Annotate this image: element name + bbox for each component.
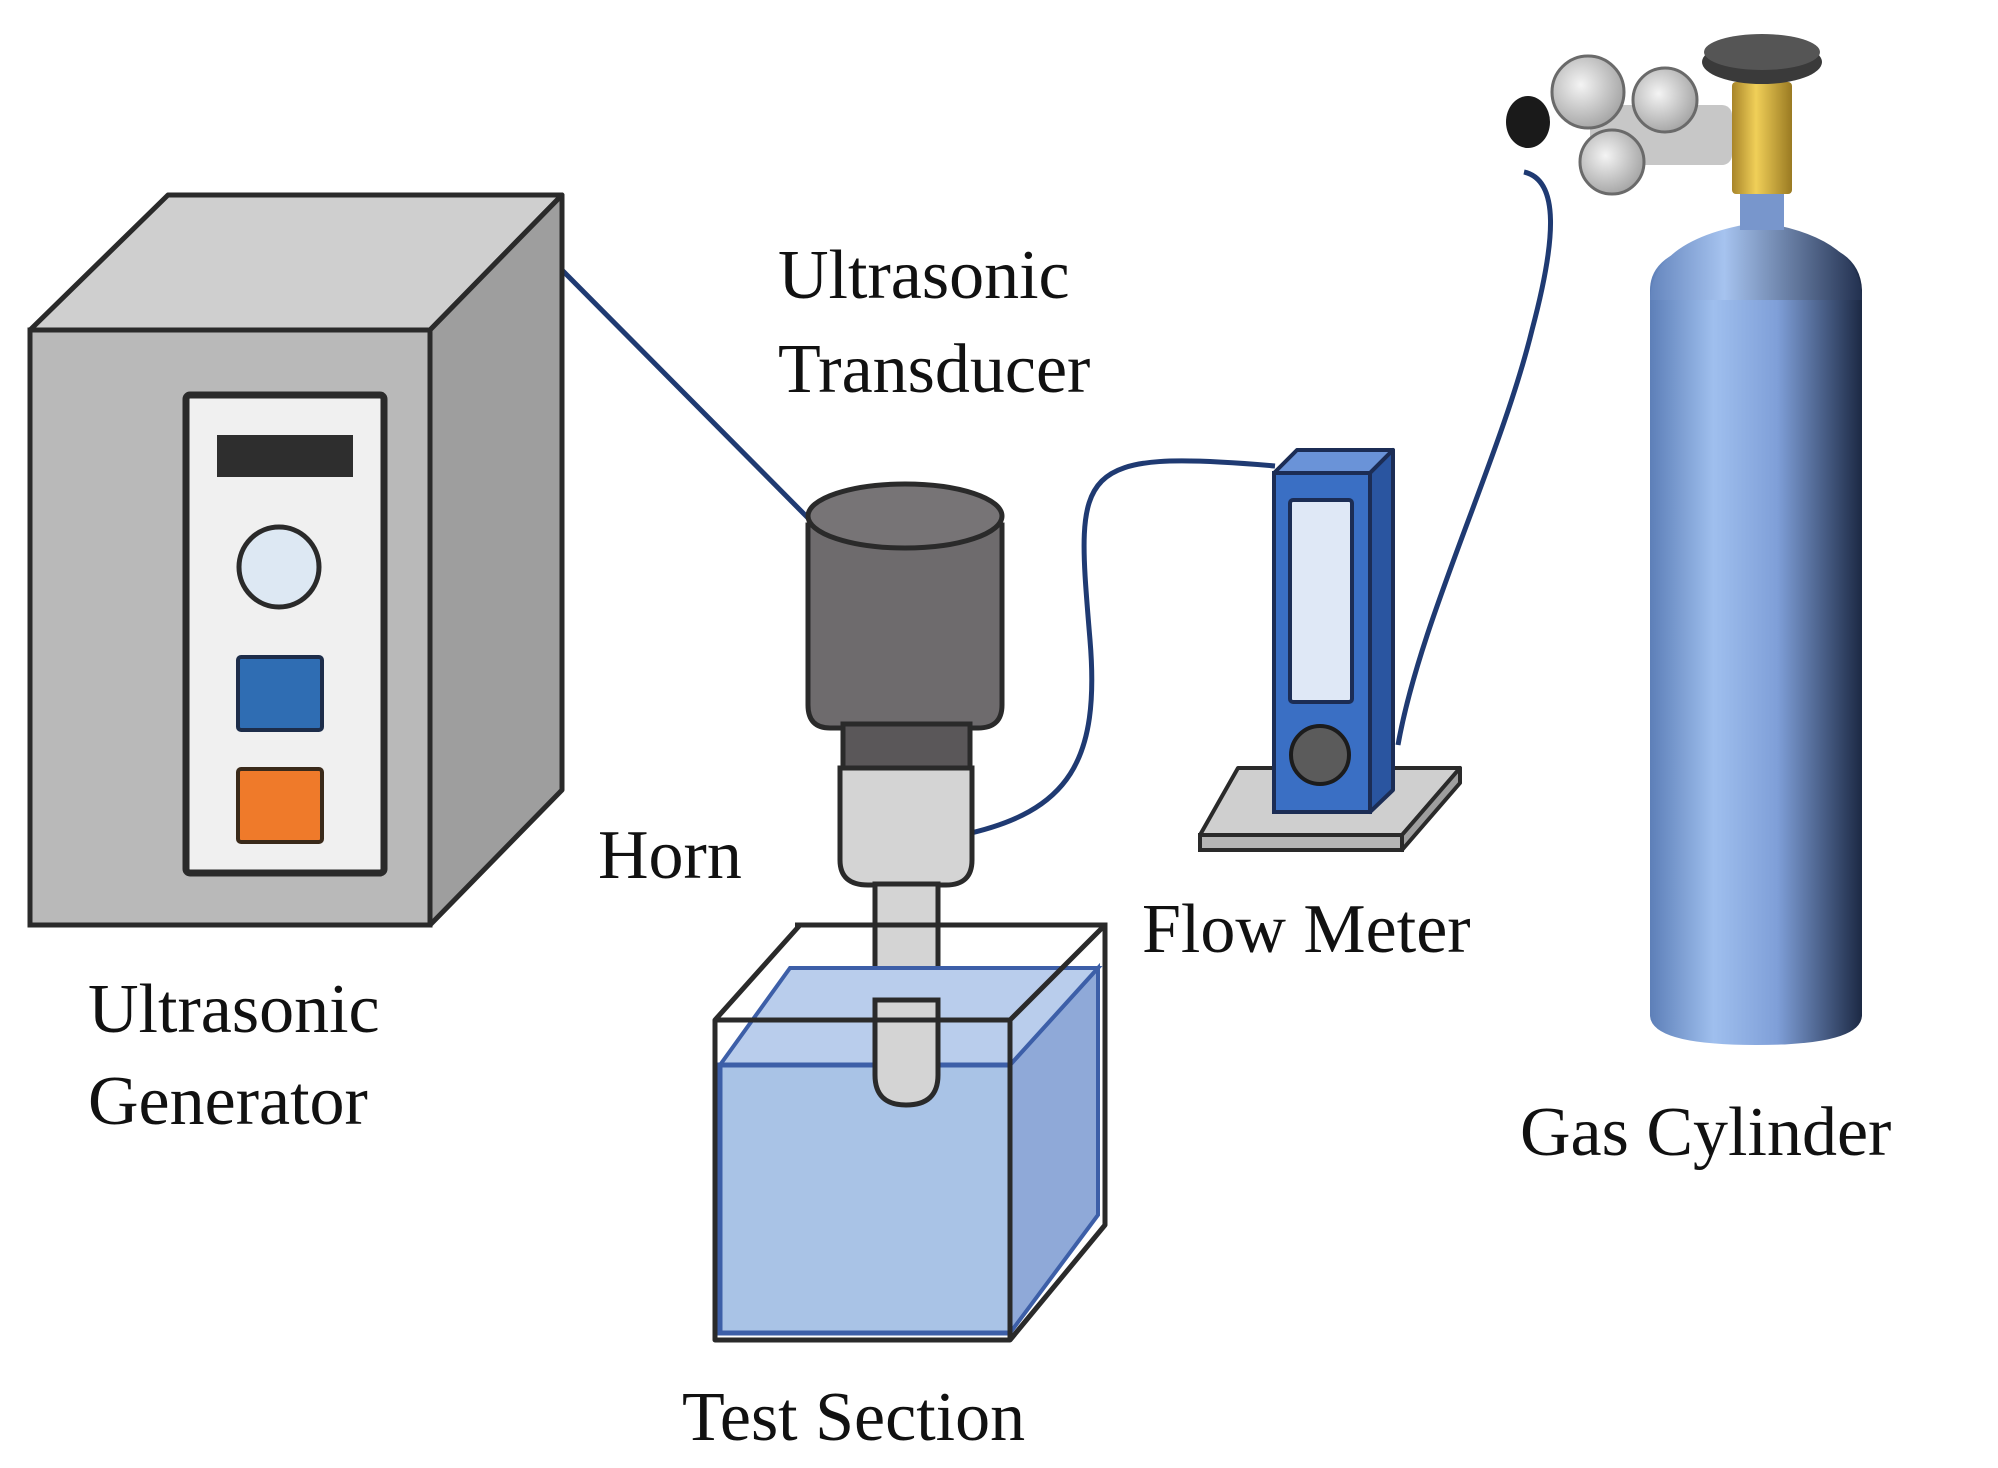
test-section-water-front (717, 1062, 1013, 1336)
test-section (712, 922, 1108, 1343)
generator-display (217, 435, 353, 477)
horn-to-flowmeter-tube (961, 458, 1276, 838)
generator-button-blue (236, 655, 324, 732)
gas-cylinder (1506, 34, 1862, 1045)
generator-to-transducer-cable (558, 266, 814, 524)
regulator-gauge-left (1550, 54, 1626, 130)
label-ultrasonic-generator-line2: Generator (88, 1063, 368, 1140)
flow-meter (1198, 448, 1462, 852)
flow-meter-sight-tube (1288, 498, 1354, 704)
cylinder-body (1650, 238, 1862, 1045)
test-section-container (712, 923, 1108, 1343)
label-ultrasonic-transducer-line1: Ultrasonic (778, 237, 1070, 314)
ultrasonic-generator (27, 192, 565, 928)
valve-handwheel-top (1704, 34, 1820, 70)
label-ultrasonic-transducer-line2: Transducer (778, 331, 1090, 408)
label-gas-cylinder: Gas Cylinder (1520, 1094, 1891, 1171)
label-ultrasonic-generator-line1: Ultrasonic (88, 971, 380, 1048)
generator-control-panel (182, 391, 388, 877)
generator-knob (236, 524, 322, 610)
regulator-gauge-right (1631, 66, 1699, 134)
labels: Ultrasonic Transducer Ultrasonic Generat… (88, 237, 1891, 1456)
horn-tip-submerged (872, 997, 941, 1108)
flow-meter-knob (1289, 724, 1351, 786)
transducer-neck (840, 721, 973, 775)
cylinder-neck (1740, 188, 1784, 230)
valve-brass-stem (1732, 82, 1792, 194)
label-test-section: Test Section (682, 1379, 1025, 1456)
transducer-top (805, 481, 1005, 551)
cylinder-shoulder (1650, 222, 1862, 300)
label-horn: Horn (598, 817, 742, 894)
cylinder-to-flowmeter-tube (1395, 169, 1553, 746)
flow-meter-body-side (1368, 448, 1395, 814)
label-flow-meter: Flow Meter (1142, 891, 1471, 968)
generator-button-orange (236, 767, 324, 844)
regulator-outlet (1506, 96, 1550, 148)
flow-meter-base-front (1198, 833, 1404, 852)
transducer-body (805, 522, 1005, 731)
horn-upper-body (837, 765, 975, 888)
regulator-gauge-bottom (1578, 128, 1646, 196)
ultrasonic-transducer (805, 481, 1005, 775)
cables (558, 169, 1553, 838)
